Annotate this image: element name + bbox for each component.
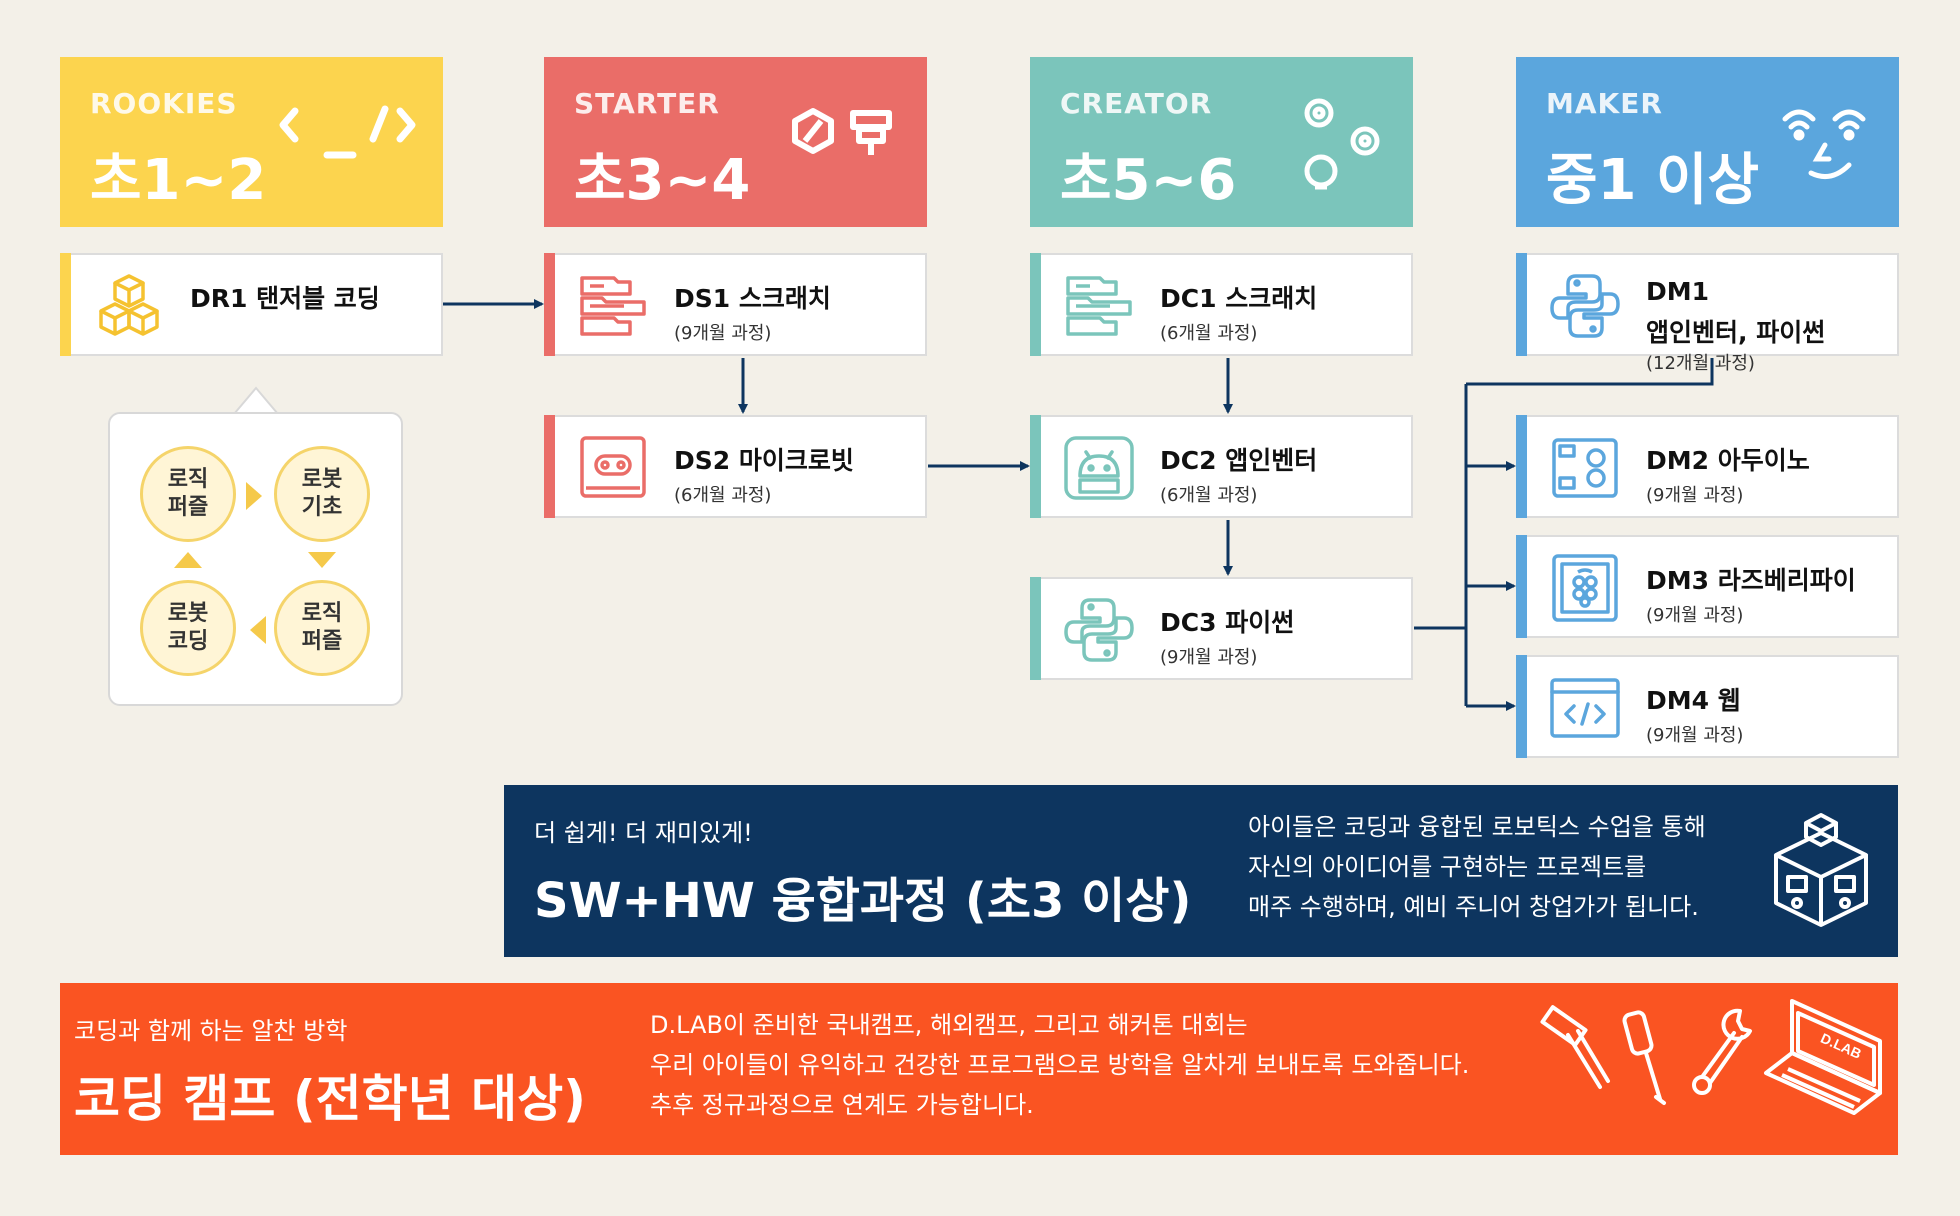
robot-cube-icon [1774,813,1868,927]
camp-title: 코딩 캠프 (전학년 대상) [74,1070,586,1128]
level-ko: 초5~6 [1060,148,1237,213]
level-en: ROOKIES [90,87,238,120]
android-icon [1064,436,1134,500]
level-starter: STARTER 초3~4 [544,57,927,227]
course-title: DM3 라즈베리파이 [1646,566,1856,595]
course-card-dc2[interactable]: DC2 앱인벤터 (6개월 과정) [1030,415,1413,518]
level-ko: 중1 이상 [1546,148,1760,213]
swhw-title: SW+HW 융합과정 (초3 이상) [534,873,1192,929]
course-card-dm2[interactable]: DM2 아두이노 (9개월 과정) [1516,415,1899,518]
course-card-dc3[interactable]: DC3 파이썬 (9개월 과정) [1030,577,1413,680]
gears-lightbulb-icon [1304,98,1380,190]
code-brackets-icon [279,105,416,159]
scratch-blocks-icon [1066,276,1132,336]
swhw-banner: 더 쉽게! 더 재미있게! SW+HW 융합과정 (초3 이상) 아이들은 코딩… [504,785,1898,957]
hammer-icon [1540,1005,1610,1089]
dr1-cycle-bubble: 로직 퍼즐 로봇 기초 로직 퍼즐 로봇 코딩 [108,412,403,706]
camp-desc-2: 우리 아이들이 유익하고 건강한 프로그램으로 방학을 알차게 보내도록 도와줍… [650,1051,1470,1079]
course-card-dm3[interactable]: DM3 라즈베리파이 (9개월 과정) [1516,535,1899,638]
cycle-step-robot-coding: 로봇 코딩 [140,580,236,676]
card-accent-bar [544,415,555,518]
bubble-pointer [234,386,278,414]
course-title: DM2 아두이노 [1646,446,1810,475]
card-accent-bar [1516,253,1527,356]
course-title: DM1 [1646,277,1710,306]
scratch-blocks-icon [580,276,646,336]
course-card-dm1[interactable]: DM1 앱인벤터, 파이썬 (12개월 과정) [1516,253,1899,374]
laptop-brand-text: D.LAB [1818,1030,1864,1062]
wifi-face-icon [1782,109,1866,180]
card-accent-bar [1516,655,1527,758]
raspberry-pi-icon [1552,554,1618,622]
course-duration: (6개월 과정) [1160,323,1258,344]
level-creator: CREATOR 초5~6 [1030,57,1413,227]
course-duration: (6개월 과정) [674,485,772,506]
camp-desc-1: D.LAB이 준비한 국내캠프, 해외캠프, 그리고 해커톤 대회는 [650,1011,1248,1039]
camp-tagline: 코딩과 함께 하는 알찬 방학 [74,1017,348,1045]
course-card-dr1[interactable]: DR1 탠저블 코딩 [60,253,443,356]
swhw-desc-3: 매주 수행하며, 예비 주니어 창업가가 됩니다. [1248,893,1699,921]
card-accent-bar [544,253,555,356]
card-accent-bar [1030,577,1041,680]
card-accent-bar [1030,253,1041,356]
level-rookies: ROOKIES 초1~2 [60,57,443,227]
level-ko: 초3~4 [574,148,751,213]
level-ko: 초1~2 [90,148,267,213]
course-duration: (9개월 과정) [1646,725,1744,746]
cycle-step-robot-basics: 로봇 기초 [274,446,370,542]
card-accent-bar [60,253,71,356]
course-duration: (9개월 과정) [674,323,772,344]
course-duration: (9개월 과정) [1646,485,1744,506]
course-title-line2: 앱인벤터, 파이썬 [1646,318,1826,347]
web-browser-code-icon [1550,678,1620,738]
course-title: DC1 스크래치 [1160,284,1318,313]
course-duration: (6개월 과정) [1160,485,1258,506]
cycle-step-logic-puzzle-2: 로직 퍼즐 [274,580,370,676]
python-icon [1064,598,1134,662]
course-title: DS2 마이크로빗 [674,446,854,475]
course-title: DC3 파이썬 [1160,608,1295,637]
hexagon-blocks-icon [792,108,892,155]
course-duration: (9개월 과정) [1646,605,1744,626]
laptop-icon: D.LAB [1764,999,1882,1115]
cubes-icon [99,274,159,336]
cycle-arrows [174,482,336,644]
camp-banner: 코딩과 함께 하는 알찬 방학 코딩 캠프 (전학년 대상) D.LAB이 준비… [60,983,1898,1155]
level-en: MAKER [1546,87,1663,120]
course-duration: (12개월 과정) [1646,353,1755,374]
course-duration: (9개월 과정) [1160,647,1258,668]
swhw-tagline: 더 쉽게! 더 재미있게! [534,819,753,847]
course-card-ds2[interactable]: DS2 마이크로빗 (6개월 과정) [544,415,927,518]
card-accent-bar [1516,535,1527,638]
microbit-icon [580,436,646,498]
course-card-dc1[interactable]: DC1 스크래치 (6개월 과정) [1030,253,1413,356]
camp-desc-3: 추후 정규과정으로 연계도 가능합니다. [650,1091,1034,1119]
screwdriver-icon [1622,1010,1666,1105]
wrench-icon [1692,1008,1752,1095]
course-card-dm4[interactable]: DM4 웹 (9개월 과정) [1516,655,1899,758]
level-en: STARTER [574,87,720,120]
course-title: DR1 탠저블 코딩 [190,284,380,313]
card-accent-bar [1030,415,1041,518]
python-icon [1550,274,1620,338]
level-maker: MAKER 중1 이상 [1516,57,1899,227]
course-title: DC2 앱인벤터 [1160,446,1318,475]
level-en: CREATOR [1060,87,1213,120]
course-title: DS1 스크래치 [674,284,831,313]
arduino-board-icon [1552,438,1618,498]
swhw-desc-2: 자신의 아이디어를 구현하는 프로젝트를 [1248,853,1647,881]
swhw-desc-1: 아이들은 코딩과 융합된 로보틱스 수업을 통해 [1248,813,1706,841]
cycle-step-logic-puzzle: 로직 퍼즐 [140,446,236,542]
card-accent-bar [1516,415,1527,518]
course-card-ds1[interactable]: DS1 스크래치 (9개월 과정) [544,253,927,356]
course-title: DM4 웹 [1646,686,1741,715]
